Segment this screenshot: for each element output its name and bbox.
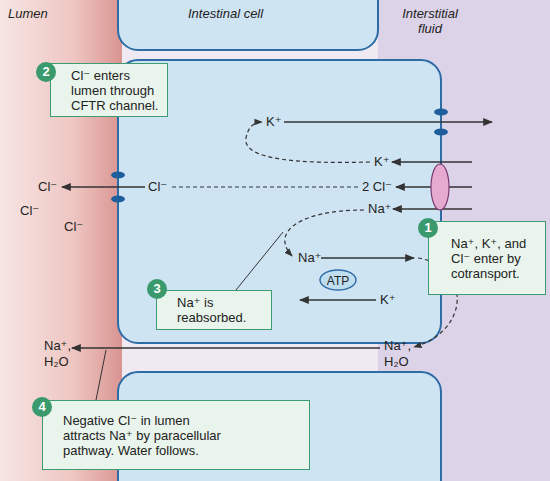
ion-label: Cl⁻ (148, 179, 167, 195)
callout-number: 4 (32, 397, 52, 417)
region-label: Intestinal cell (188, 6, 263, 22)
cl-efflux-arrow (62, 186, 145, 187)
ion-label: Na⁺ (298, 250, 321, 266)
ion-label: Na⁺ (368, 201, 391, 217)
callout-box: Cl⁻ enters lumen through CFTR channel. (50, 63, 168, 117)
paracellular-arrow (72, 347, 380, 348)
ion-label: Cl⁻ (64, 219, 83, 235)
na-k-atpase (320, 270, 356, 290)
callout-text: Na⁺ is reabsorbed. (177, 295, 257, 325)
callout-box: Na⁺ is reabsorbed. (156, 290, 272, 330)
cftr-channel (111, 172, 125, 179)
callout-number: 3 (147, 279, 167, 299)
na-cotransport-arrow (393, 208, 472, 209)
k-efflux-arrow (284, 121, 492, 122)
ion-label: K⁺ (380, 292, 396, 308)
ion-label: ATP (320, 273, 356, 289)
k-cotransport-arrow (392, 161, 472, 162)
callout-text: Cl⁻ enters lumen through CFTR channel. (71, 68, 162, 113)
ion-label: Cl⁻ (20, 203, 39, 219)
k-channel (434, 129, 448, 136)
ion-label: Cl⁻ (38, 179, 57, 195)
callout-circle (32, 397, 52, 417)
top-cell (118, 0, 378, 50)
callout-circle (418, 218, 438, 238)
cotransporter (431, 164, 449, 210)
k-channel (434, 109, 448, 116)
na-dashed-path (285, 210, 364, 256)
callout-text: Negative Cl⁻ in lumen attracts Na⁺ by pa… (63, 413, 226, 458)
ion-label: K⁺ (266, 114, 282, 130)
leader-line (236, 232, 283, 290)
callout-circle (36, 62, 56, 82)
callout-number: 2 (36, 62, 56, 82)
k-pump-arrow (300, 299, 376, 300)
callout-box: Negative Cl⁻ in lumen attracts Na⁺ by pa… (42, 400, 310, 470)
callout-number: 1 (418, 218, 438, 238)
callout-text: Na⁺, K⁺, and Cl⁻ enter by cotransport. (451, 236, 531, 281)
leader-line (96, 350, 106, 400)
ion-label: Na⁺, H₂O (384, 338, 418, 370)
callout-box: Na⁺, K⁺, and Cl⁻ enter by cotransport. (428, 221, 546, 295)
cl-dashed-path (170, 186, 358, 187)
cftr-channel (111, 196, 125, 203)
ion-label: Na⁺, H₂O (44, 338, 78, 370)
k-recycle-path (246, 122, 370, 162)
callout-circle (147, 279, 167, 299)
region-label: Lumen (8, 6, 48, 22)
na-pump-arrow (321, 257, 414, 258)
ion-label: K⁺ (374, 154, 390, 170)
ion-label: 2 Cl⁻ (362, 179, 392, 195)
region-label: Interstitial fluid (392, 6, 468, 36)
